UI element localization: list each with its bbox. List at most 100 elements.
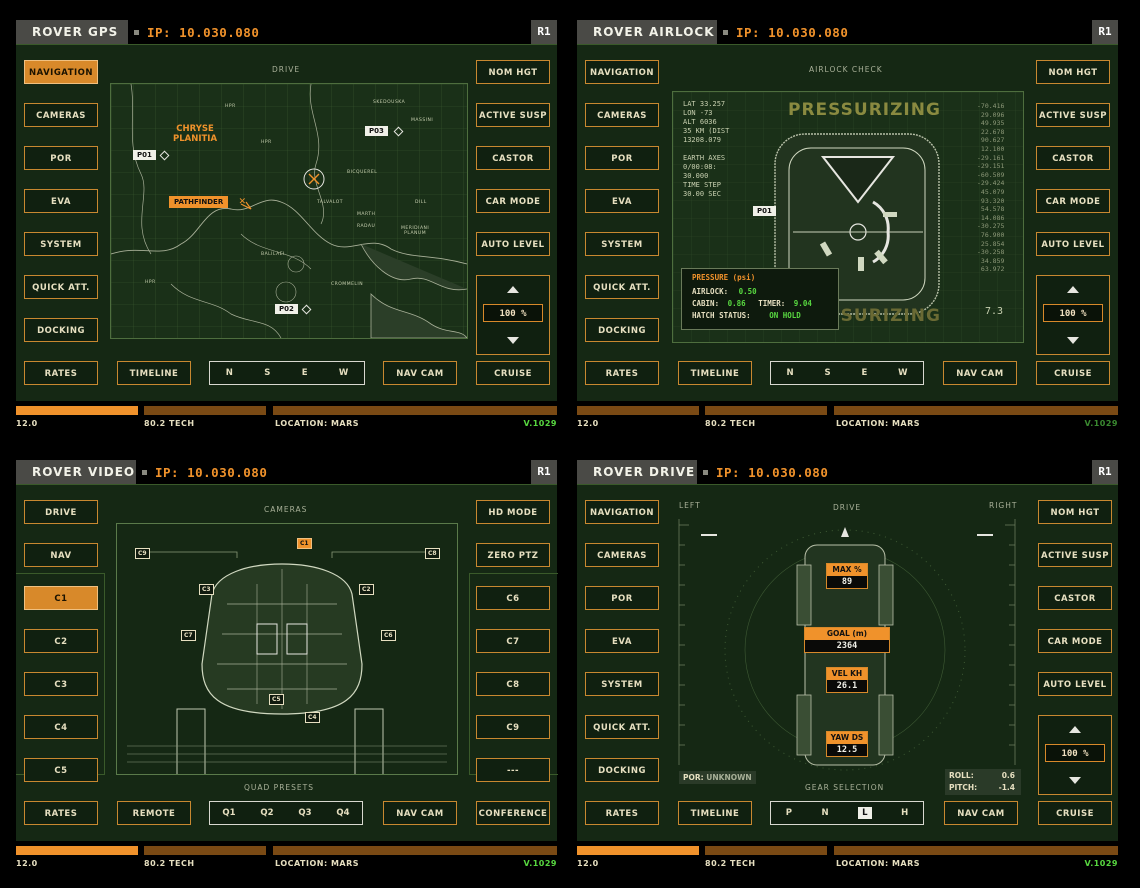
car-mode-button[interactable]: CAR MODE <box>1038 629 1112 653</box>
camera-button-c1[interactable]: C1 <box>24 586 98 610</box>
drive-button[interactable]: DRIVE <box>24 500 98 524</box>
nav-cam-button[interactable]: NAV CAM <box>383 361 457 385</box>
arrow-down-icon[interactable] <box>1067 337 1079 344</box>
nav-button-eva[interactable]: EVA <box>585 189 659 213</box>
active-susp-button[interactable]: ACTIVE SUSP <box>476 103 550 127</box>
poi-tag-p01[interactable]: P01 <box>133 150 156 160</box>
nav-button-quick-att[interactable]: QUICK ATT. <box>585 715 659 739</box>
car-mode-button[interactable]: CAR MODE <box>476 189 550 213</box>
cruise-button[interactable]: CRUISE <box>1038 801 1112 825</box>
nav-button-eva[interactable]: EVA <box>585 629 659 653</box>
camera-button-c8[interactable]: C8 <box>476 672 550 696</box>
compass-n[interactable]: N <box>786 368 794 378</box>
compass-selector[interactable]: N S E W <box>209 361 365 385</box>
camera-button-c6[interactable]: C6 <box>476 586 550 610</box>
quad-preset-selector[interactable]: Q1 Q2 Q3 Q4 <box>209 801 363 825</box>
poi-tag-p01[interactable]: P01 <box>753 206 776 216</box>
nav-button-cameras[interactable]: CAMERAS <box>585 103 659 127</box>
camera-tag-c7[interactable]: C7 <box>181 630 196 641</box>
rover-camera-view[interactable]: C9 C1 C8 C3 C2 C7 C6 C5 C4 <box>116 523 458 775</box>
auto-level-button[interactable]: AUTO LEVEL <box>476 232 550 256</box>
camera-button-c7[interactable]: C7 <box>476 629 550 653</box>
auto-level-button[interactable]: AUTO LEVEL <box>1038 672 1112 696</box>
nav-button-navigation[interactable]: NAVIGATION <box>585 500 659 524</box>
nav-button-quick-att[interactable]: QUICK ATT. <box>24 275 98 299</box>
camera-button-c9[interactable]: C9 <box>476 715 550 739</box>
camera-tag-c1[interactable]: C1 <box>297 538 312 549</box>
rates-button[interactable]: RATES <box>585 801 659 825</box>
castor-button[interactable]: CASTOR <box>1036 146 1110 170</box>
nom-hgt-button[interactable]: NOM HGT <box>476 60 550 84</box>
quad-preset-q2[interactable]: Q2 <box>260 808 274 818</box>
camera-button-c5[interactable]: C5 <box>24 758 98 782</box>
nav-button-por[interactable]: POR <box>585 146 659 170</box>
compass-e[interactable]: E <box>301 368 308 378</box>
airlock-view[interactable]: PRESSURIZING PRESSURIZING LAT 33.257 LON… <box>672 91 1024 343</box>
castor-button[interactable]: CASTOR <box>1038 586 1112 610</box>
compass-e[interactable]: E <box>861 368 868 378</box>
nav-button-cameras[interactable]: CAMERAS <box>24 103 98 127</box>
nav-cam-button[interactable]: NAV CAM <box>943 361 1017 385</box>
nav-button-docking[interactable]: DOCKING <box>24 318 98 342</box>
nav-button-eva[interactable]: EVA <box>24 189 98 213</box>
compass-selector[interactable]: N S E W <box>770 361 924 385</box>
gear-p[interactable]: P <box>785 808 792 818</box>
quad-preset-q3[interactable]: Q3 <box>298 808 312 818</box>
zero-ptz-button[interactable]: ZERO PTZ <box>476 543 550 567</box>
camera-button-c3[interactable]: C3 <box>24 672 98 696</box>
hd-mode-button[interactable]: HD MODE <box>476 500 550 524</box>
nav-button-docking[interactable]: DOCKING <box>585 318 659 342</box>
arrow-up-icon[interactable] <box>1069 726 1081 733</box>
height-stepper[interactable]: 100 % <box>1036 275 1110 355</box>
remote-button[interactable]: REMOTE <box>117 801 191 825</box>
compass-w[interactable]: W <box>338 368 349 378</box>
arrow-up-icon[interactable] <box>507 286 519 293</box>
timeline-button[interactable]: TIMELINE <box>117 361 191 385</box>
camera-tag-c9[interactable]: C9 <box>135 548 150 559</box>
nav-button-navigation[interactable]: NAVIGATION <box>585 60 659 84</box>
camera-tag-c4[interactable]: C4 <box>305 712 320 723</box>
timeline-button[interactable]: TIMELINE <box>678 361 752 385</box>
camera-tag-c8[interactable]: C8 <box>425 548 440 559</box>
nav-button-quick-att[interactable]: QUICK ATT. <box>585 275 659 299</box>
nom-hgt-button[interactable]: NOM HGT <box>1038 500 1112 524</box>
quad-preset-q4[interactable]: Q4 <box>336 808 350 818</box>
cruise-button[interactable]: CRUISE <box>476 361 550 385</box>
arrow-down-icon[interactable] <box>1069 777 1081 784</box>
rates-button[interactable]: RATES <box>585 361 659 385</box>
camera-tag-c3[interactable]: C3 <box>199 584 214 595</box>
camera-tag-c6[interactable]: C6 <box>381 630 396 641</box>
rates-button[interactable]: RATES <box>24 801 98 825</box>
nav-button-navigation[interactable]: NAVIGATION <box>24 60 98 84</box>
gear-n[interactable]: N <box>821 808 829 818</box>
nav-button[interactable]: NAV <box>24 543 98 567</box>
nom-hgt-button[interactable]: NOM HGT <box>1036 60 1110 84</box>
camera-button-c4[interactable]: C4 <box>24 715 98 739</box>
pathfinder-tag[interactable]: PATHFINDER <box>169 196 229 208</box>
timeline-button[interactable]: TIMELINE <box>678 801 752 825</box>
nav-button-system[interactable]: SYSTEM <box>585 672 659 696</box>
map-view[interactable]: CHRYSE PLANITIA P01 P02 P03 PATHFINDER ✕… <box>110 83 468 339</box>
compass-n[interactable]: N <box>225 368 233 378</box>
compass-s[interactable]: S <box>824 368 831 378</box>
compass-w[interactable]: W <box>898 368 908 378</box>
gear-l[interactable]: L <box>858 807 872 819</box>
nav-button-por[interactable]: POR <box>24 146 98 170</box>
castor-button[interactable]: CASTOR <box>476 146 550 170</box>
quad-preset-q1[interactable]: Q1 <box>222 808 236 818</box>
nav-button-docking[interactable]: DOCKING <box>585 758 659 782</box>
camera-tag-c2[interactable]: C2 <box>359 584 374 595</box>
car-mode-button[interactable]: CAR MODE <box>1036 189 1110 213</box>
gear-h[interactable]: H <box>901 808 909 818</box>
rates-button[interactable]: RATES <box>24 361 98 385</box>
nav-cam-button[interactable]: NAV CAM <box>383 801 457 825</box>
camera-tag-c5[interactable]: C5 <box>269 694 284 705</box>
nav-button-system[interactable]: SYSTEM <box>24 232 98 256</box>
nav-button-system[interactable]: SYSTEM <box>585 232 659 256</box>
active-susp-button[interactable]: ACTIVE SUSP <box>1036 103 1110 127</box>
poi-tag-p02[interactable]: P02 <box>275 304 298 314</box>
cruise-button[interactable]: CRUISE <box>1036 361 1110 385</box>
active-susp-button[interactable]: ACTIVE SUSP <box>1038 543 1112 567</box>
arrow-down-icon[interactable] <box>507 337 519 344</box>
camera-button-c2[interactable]: C2 <box>24 629 98 653</box>
